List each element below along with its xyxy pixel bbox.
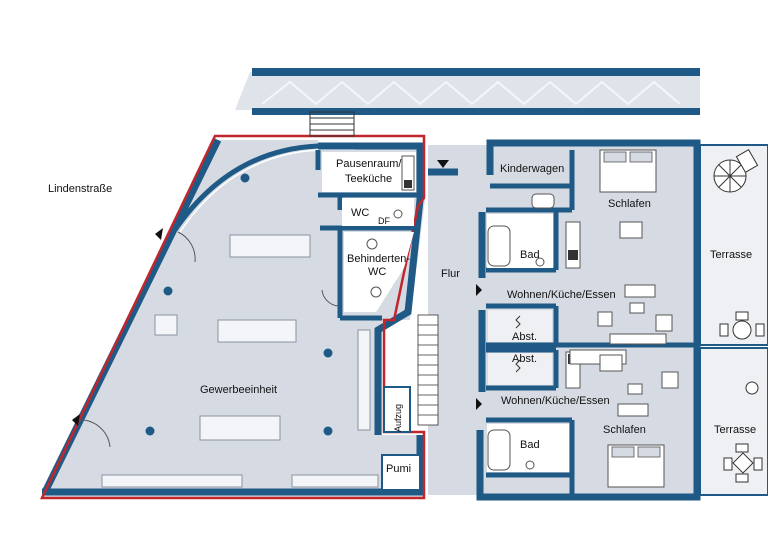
label-schlafen-bottom: Schlafen — [603, 424, 646, 436]
stove-icon — [568, 250, 578, 260]
label-pumi: Pumi — [386, 463, 411, 475]
toilet-icon — [525, 460, 535, 470]
label-schlafen-top: Schlafen — [608, 198, 651, 210]
door-arrow-icon — [72, 414, 80, 426]
street — [235, 68, 700, 115]
kitchen-counter-icon — [565, 221, 581, 269]
sofa-icon — [617, 403, 649, 417]
door-arcs — [77, 231, 339, 448]
gewerbe-outline — [40, 134, 426, 500]
table-icon — [629, 302, 645, 314]
label-df: DF — [378, 216, 390, 226]
label-wohnen-bottom: Wohnen/Küche/Essen — [501, 395, 610, 407]
terrace-bottom — [699, 347, 768, 496]
label-abst-bottom: Abst. — [512, 353, 537, 365]
armchair-icon — [655, 314, 673, 332]
curved-wall — [172, 143, 319, 232]
toilet-icon — [535, 257, 545, 267]
umbrella-icon — [713, 149, 759, 193]
table-icon — [599, 354, 623, 372]
column-icon — [145, 173, 333, 436]
kitchen-counter-icon — [609, 333, 667, 345]
label-aufzug: Aufzug — [393, 404, 403, 432]
toilet-icon — [393, 209, 403, 219]
label-flur: Flur — [441, 268, 460, 280]
stairs-icon — [417, 314, 439, 426]
label-abst-top: Abst. — [512, 331, 537, 343]
toilet-icon — [370, 286, 382, 298]
street-name: Lindenstraße — [48, 183, 112, 195]
label-bad-bottom: Bad — [520, 439, 540, 451]
residential-walls — [428, 139, 701, 501]
bed-icon — [599, 149, 657, 193]
stairs-icon — [309, 111, 355, 137]
patio-table-icon — [719, 311, 765, 483]
label-terrasse-bottom: Terrasse — [714, 424, 756, 436]
bed-icon — [607, 444, 665, 488]
sofa-icon — [624, 284, 656, 298]
pumi-box — [381, 454, 421, 491]
abst-top-floor — [488, 310, 552, 342]
behinderten-wc-floor — [344, 232, 414, 312]
service-walls — [315, 150, 418, 321]
table-icon — [619, 221, 643, 239]
gewerbe-fixtures — [101, 234, 379, 488]
label-gewerbeeinheit: Gewerbeeinheit — [200, 384, 277, 396]
label-wc: WC — [351, 207, 369, 219]
door-arrow-icon — [155, 228, 163, 240]
door-arrow-icon — [476, 284, 482, 296]
label-kinderwagen: Kinderwagen — [500, 163, 564, 175]
table-icon — [627, 383, 643, 395]
stove-icon — [404, 180, 412, 188]
armchair-icon — [597, 311, 613, 327]
label-terrasse-top: Terrasse — [710, 249, 752, 261]
armchair-icon — [661, 371, 679, 389]
label-pausenraum: Pausenraum/ — [336, 158, 402, 170]
stroller-icon — [531, 193, 555, 209]
label-teekueche: Teeküche — [345, 173, 392, 185]
label-behinderten: Behinderten- — [347, 253, 410, 265]
label-behinderten-wc: WC — [368, 266, 386, 278]
pausenraum-floor — [322, 152, 416, 192]
aufzug-box — [383, 386, 411, 433]
hatch-icon — [515, 359, 521, 373]
bathtub-icon — [487, 429, 511, 471]
door-arrow-icon — [476, 398, 482, 410]
label-bad-top: Bad — [520, 249, 540, 261]
door-arrow-icon — [437, 160, 449, 168]
hatch-icon — [515, 315, 521, 329]
label-wohnen-top: Wohnen/Küche/Essen — [507, 289, 616, 301]
residential-inner-walls — [486, 150, 697, 495]
sink-icon — [366, 238, 378, 250]
bathtub-icon — [487, 225, 511, 267]
abst-bottom-floor — [488, 353, 552, 385]
